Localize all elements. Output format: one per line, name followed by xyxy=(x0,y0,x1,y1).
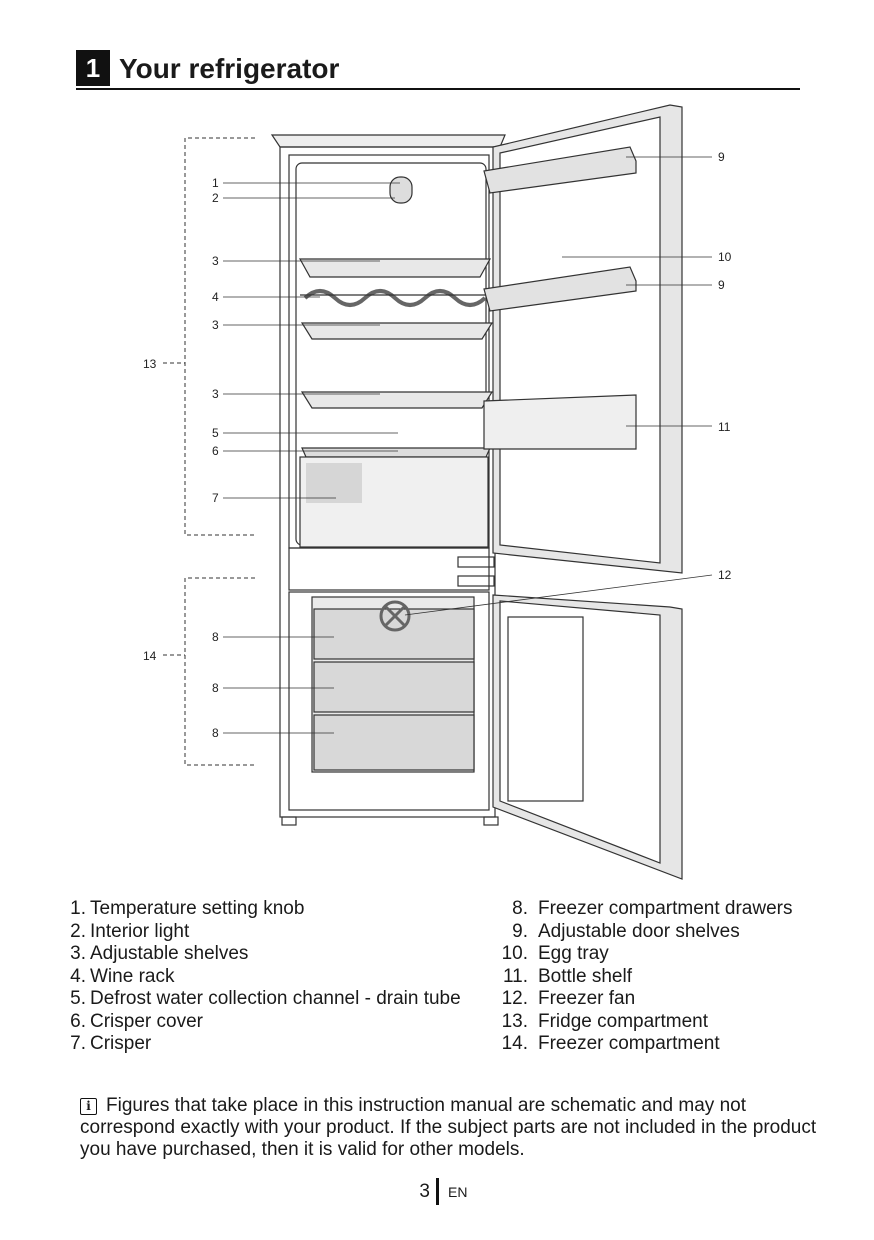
callout-8b: 8 xyxy=(212,681,219,695)
note-text: Figures that take place in this instruct… xyxy=(80,1095,817,1160)
callout-4: 4 xyxy=(212,290,219,304)
legend-item: 3.Adjustable shelves xyxy=(68,943,461,966)
legend-item: 11. Bottle shelf xyxy=(498,966,792,989)
parts-legend-right: 8. Freezer compartment drawers 9. Adjustab… xyxy=(498,898,793,1056)
footer-divider xyxy=(436,1178,439,1205)
callout-8c: 8 xyxy=(212,726,219,740)
legend-number: 4. xyxy=(70,965,86,987)
legend-number: 11. xyxy=(502,965,528,987)
callout-3b: 3 xyxy=(212,318,219,332)
fridge-body xyxy=(270,134,506,826)
compartment-brackets xyxy=(163,137,255,766)
legend-text: Wine rack xyxy=(90,965,175,987)
legend-item: 14. Freezer compartment xyxy=(498,1033,792,1056)
legend-item: 7.Crisper xyxy=(68,1033,461,1056)
legend-item: 6.Crisper cover xyxy=(68,1011,461,1034)
page-footer: 3 EN xyxy=(0,1178,874,1208)
legend-text: Bottle shelf xyxy=(538,965,632,987)
legend-item: 9. Adjustable door shelves xyxy=(498,921,792,944)
legend-number: 6. xyxy=(70,1010,86,1032)
refrigerator-diagram: 1 2 3 4 3 3 5 6 7 8 8 8 9 10 9 11 12 13 … xyxy=(143,104,732,880)
legend-item: 10. Egg tray xyxy=(498,943,792,966)
legend-item: 13. Fridge compartment xyxy=(498,1011,792,1034)
legend-item: 2.Interior light xyxy=(68,921,461,944)
legend-text: Freezer compartment drawers xyxy=(538,898,793,919)
language-code: EN xyxy=(448,1184,468,1200)
callout-5: 5 xyxy=(212,426,219,440)
legend-text: Fridge compartment xyxy=(538,1010,709,1032)
legend-item: 8. Freezer compartment drawers xyxy=(498,898,792,921)
callout-10: 10 xyxy=(718,250,732,264)
callout-3c: 3 xyxy=(212,387,219,401)
legend-number: 10. xyxy=(501,943,528,964)
legend-text: Adjustable door shelves xyxy=(538,920,740,942)
legend-text: Defrost water collection channel - drain… xyxy=(90,988,461,1009)
legend-text: Crisper xyxy=(90,1033,152,1054)
callout-9a: 9 xyxy=(718,150,725,164)
legend-number: 2. xyxy=(70,920,86,942)
legend-text: Crisper cover xyxy=(90,1010,203,1032)
section-header: 1 Your refrigerator xyxy=(76,50,800,90)
callout-11: 11 xyxy=(718,420,731,434)
legend-text: Egg tray xyxy=(538,943,609,964)
callout-1: 1 xyxy=(212,176,219,190)
fridge-door xyxy=(483,104,683,574)
legend-text: Interior light xyxy=(90,920,190,942)
legend-text: Temperature setting knob xyxy=(90,898,305,919)
callout-3a: 3 xyxy=(212,254,219,268)
callout-8a: 8 xyxy=(212,630,219,644)
callout-12: 12 xyxy=(718,568,732,582)
legend-number: 1. xyxy=(70,898,86,919)
callout-13: 13 xyxy=(143,357,157,371)
legend-number: 3. xyxy=(70,943,86,964)
legend-text: Adjustable shelves xyxy=(90,943,249,964)
legend-number: 5. xyxy=(70,988,86,1009)
legend-text: Freezer compartment xyxy=(538,1033,720,1054)
callout-6: 6 xyxy=(212,444,219,458)
callout-9b: 9 xyxy=(718,278,725,292)
legend-item: 12. Freezer fan xyxy=(498,988,792,1011)
legend-item: 1.Temperature setting knob xyxy=(68,898,461,921)
page-number: 3 xyxy=(419,1181,430,1202)
legend-number: 12. xyxy=(501,988,528,1009)
callout-2: 2 xyxy=(212,191,219,205)
legend-text: Freezer fan xyxy=(538,988,636,1009)
legend-number: 9. xyxy=(512,920,528,942)
callout-14: 14 xyxy=(143,649,157,663)
info-icon: i xyxy=(80,1098,97,1115)
section-number-badge: 1 xyxy=(76,50,110,86)
page-title: Your refrigerator xyxy=(119,53,340,84)
callout-7: 7 xyxy=(212,491,219,505)
parts-legend-left: 1.Temperature setting knob 2.Interior li… xyxy=(68,898,461,1056)
legend-number: 7. xyxy=(70,1033,86,1054)
freezer-door xyxy=(492,594,683,880)
legend-item: 4.Wine rack xyxy=(68,966,461,989)
legend-item: 5.Defrost water collection channel - dra… xyxy=(68,988,461,1011)
legend-number: 13. xyxy=(501,1010,528,1032)
leader-lines xyxy=(223,156,713,734)
legend-number: 8. xyxy=(512,898,528,919)
legend-number: 14. xyxy=(501,1033,528,1054)
callout-numbers: 1 2 3 4 3 3 5 6 7 8 8 8 9 10 9 11 12 13 … xyxy=(143,150,732,740)
